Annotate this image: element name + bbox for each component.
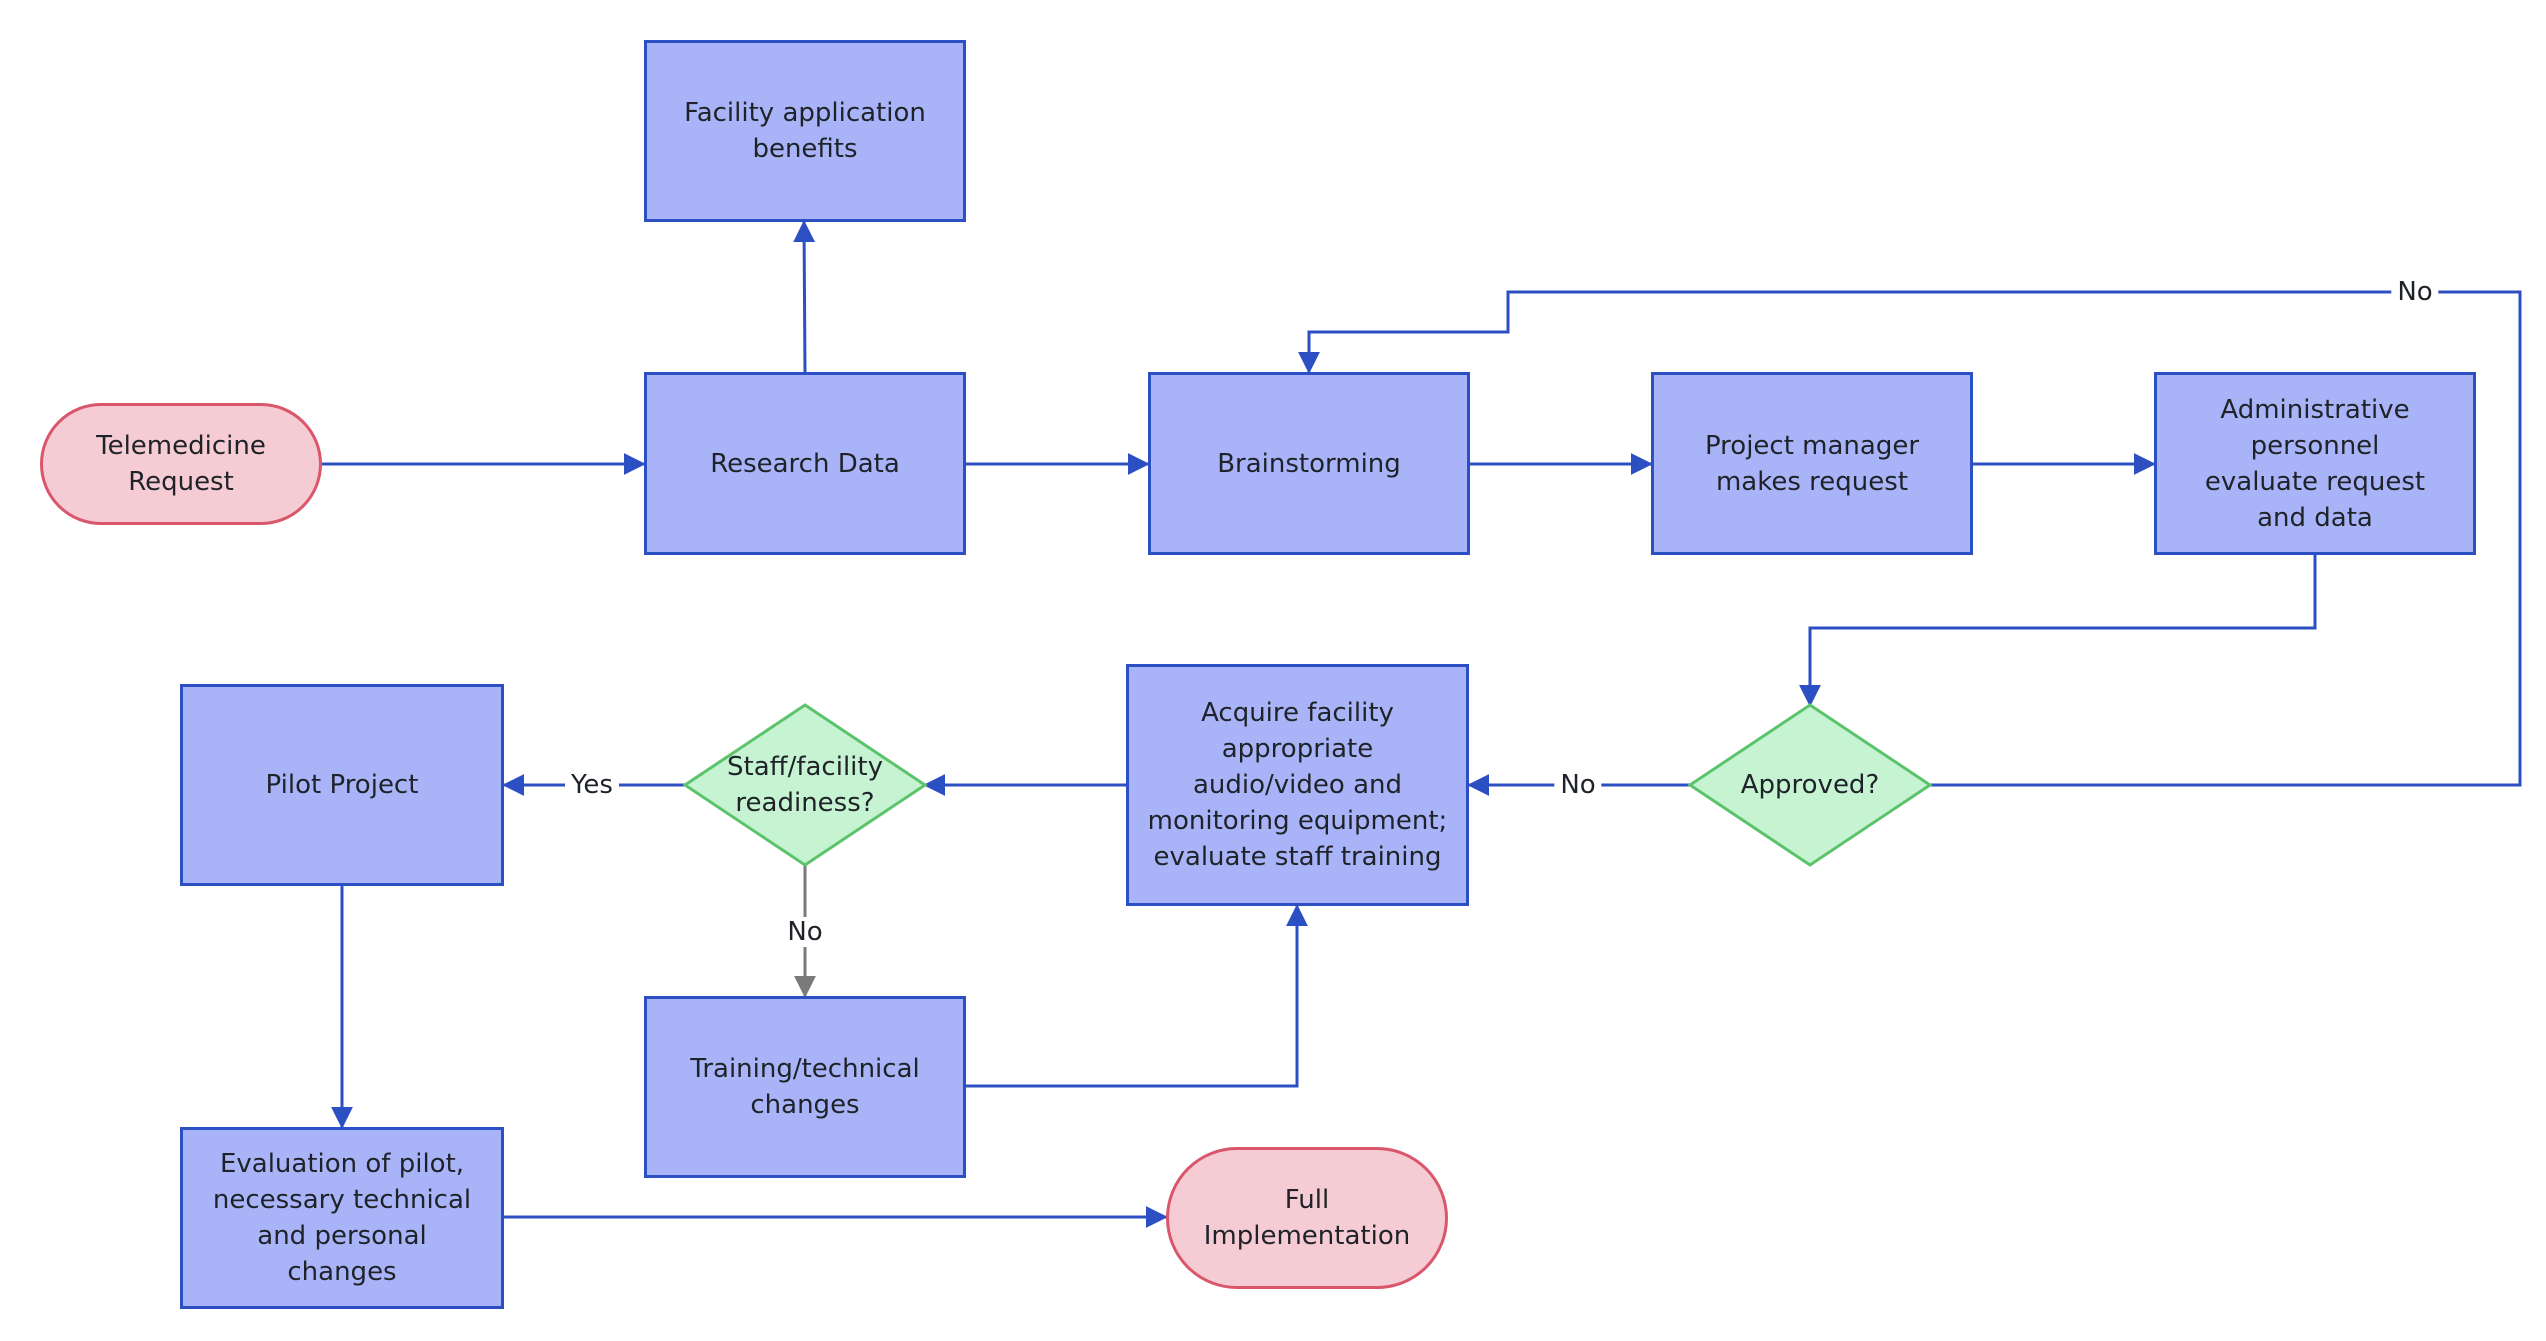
label-evaluation: Evaluation of pilot, necessary technical… [212, 1149, 472, 1287]
node-facility-benefits[interactable]: Facility application benefits [644, 40, 966, 222]
node-acquire-facility[interactable]: Acquire facility appropriate audio/video… [1126, 664, 1469, 906]
edge-research-to-benefits [793, 220, 816, 373]
node-training-changes[interactable]: Training/technical changes [644, 996, 966, 1178]
label-staff-readiness: Staff/facility readiness? [727, 752, 883, 818]
edge-label-approved-no-loop: No [2391, 277, 2439, 307]
edge-label-readiness-yes: Yes [565, 770, 619, 800]
label-research-data: Research Data [710, 448, 900, 479]
node-pilot-project[interactable]: Pilot Project [180, 684, 504, 886]
node-approved-diamond[interactable] [1687, 703, 1933, 867]
node-staff-readiness-diamond[interactable] [682, 703, 928, 867]
label-brainstorming: Brainstorming [1217, 448, 1401, 479]
edge-label-approved-no: No [1554, 770, 1602, 800]
label-admin-personnel: Administrative personnel evaluate reques… [2204, 394, 2426, 533]
label-acquire-facility: Acquire facility appropriate audio/video… [1147, 698, 1448, 872]
edge-label-readiness-no: No [781, 917, 829, 947]
node-project-manager[interactable]: Project manager makes request [1651, 372, 1973, 555]
label-full-implementation: Full Implementation [1203, 1185, 1411, 1251]
node-telemedicine-request[interactable]: Telemedicine Request [40, 403, 322, 525]
node-evaluation[interactable]: Evaluation of pilot, necessary technical… [180, 1127, 504, 1309]
label-telemedicine-request: Telemedicine Request [96, 431, 266, 497]
node-research-data[interactable]: Research Data [644, 372, 966, 555]
edge-approved-no-loop [1298, 290, 2522, 787]
label-pilot-project: Pilot Project [265, 770, 419, 800]
label-project-manager: Project manager makes request [1704, 430, 1920, 497]
node-brainstorming[interactable]: Brainstorming [1148, 372, 1470, 555]
node-admin-personnel[interactable]: Administrative personnel evaluate reques… [2154, 372, 2476, 555]
node-full-implementation[interactable]: Full Implementation [1166, 1147, 1448, 1289]
edge-training-to-acquire [966, 904, 1308, 1088]
label-approved: Approved? [1740, 770, 1880, 800]
label-training-changes: Training/technical changes [690, 1054, 920, 1120]
label-facility-benefits: Facility application benefits [684, 98, 926, 164]
edge-admin-to-approved [1799, 555, 2317, 707]
